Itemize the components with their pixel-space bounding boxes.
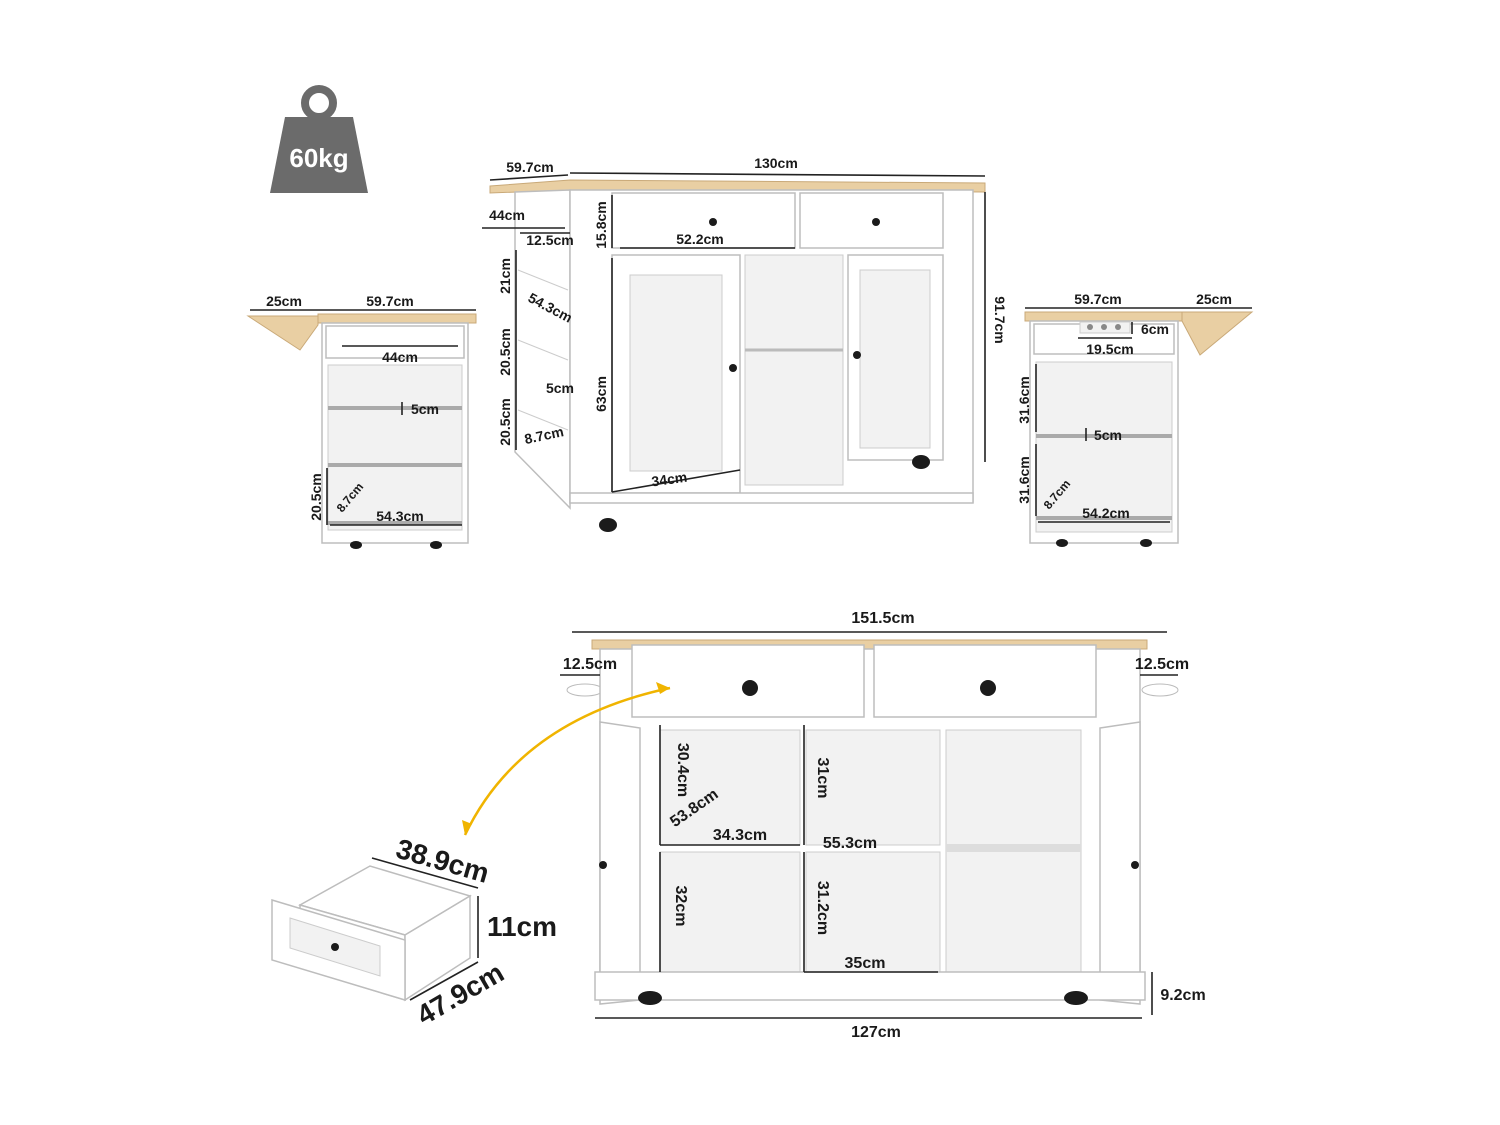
- open-w1: 34.3cm: [713, 827, 767, 844]
- front-side-shelf-gap: 12.5cm: [526, 232, 573, 248]
- right-lower: 31.6cm: [1016, 456, 1032, 503]
- right-socket-w: 19.5cm: [1086, 341, 1133, 357]
- open-w2: 35cm: [845, 955, 886, 972]
- right-depth: 59.7cm: [1074, 291, 1121, 307]
- front-cabinet-63: 63cm: [593, 376, 609, 412]
- open-h4: 31.2cm: [814, 881, 831, 935]
- front-depth-top: 59.7cm: [506, 159, 553, 175]
- open-h3: 32cm: [672, 886, 689, 927]
- front-side-depth: 44cm: [489, 207, 525, 223]
- drawer-detail: [271, 865, 472, 1002]
- left-leaf: 25cm: [266, 293, 302, 309]
- front-view-dimensions: 59.7cm 130cm 44cm 12.5cm 15.8cm 52.2cm 9…: [482, 155, 1008, 493]
- front-view-cabinet: [489, 179, 986, 532]
- front-shelf-205b: 20.5cm: [497, 398, 513, 445]
- open-front-dimensions: 151.5cm 12.5cm 12.5cm 30.4cm 53.8cm 34.3…: [560, 610, 1206, 1041]
- open-left-ext: 12.5cm: [563, 656, 617, 673]
- front-rail-5: 5cm: [546, 380, 574, 396]
- open-h1: 30.4cm: [674, 743, 691, 797]
- front-total-height: 91.7cm: [992, 296, 1008, 343]
- left-rail: 5cm: [411, 401, 439, 417]
- front-drawer-width: 52.2cm: [676, 231, 723, 247]
- open-foot: 9.2cm: [1160, 987, 1205, 1004]
- open-h2: 31cm: [814, 758, 831, 799]
- right-socket-h: 6cm: [1141, 321, 1169, 337]
- drawer-height: 11cm: [487, 911, 557, 942]
- right-leaf: 25cm: [1196, 291, 1232, 307]
- right-side-view: [1024, 311, 1254, 547]
- left-shelf-h: 20.5cm: [308, 473, 324, 520]
- right-rail: 5cm: [1094, 427, 1122, 443]
- front-drawer-height: 15.8cm: [593, 201, 609, 248]
- open-d2: 55.3cm: [823, 835, 877, 852]
- drawer-arrow: [462, 682, 671, 836]
- left-side-view: [246, 313, 477, 549]
- open-total-width: 151.5cm: [851, 610, 914, 627]
- weight-icon: 60kg: [270, 85, 368, 193]
- front-shelf-205a: 20.5cm: [497, 328, 513, 375]
- open-front-view: [566, 639, 1179, 1005]
- front-width-top: 130cm: [754, 155, 798, 171]
- right-upper: 31.6cm: [1016, 376, 1032, 423]
- front-shelf-21: 21cm: [497, 258, 513, 294]
- left-drawer: 44cm: [382, 349, 418, 365]
- front-door-34: 34cm: [650, 469, 688, 490]
- open-right-ext: 12.5cm: [1135, 656, 1189, 673]
- weight-label: 60kg: [289, 143, 348, 173]
- left-width: 54.3cm: [376, 508, 423, 524]
- left-depth: 59.7cm: [366, 293, 413, 309]
- right-width: 54.2cm: [1082, 505, 1129, 521]
- open-base-width: 127cm: [851, 1024, 901, 1041]
